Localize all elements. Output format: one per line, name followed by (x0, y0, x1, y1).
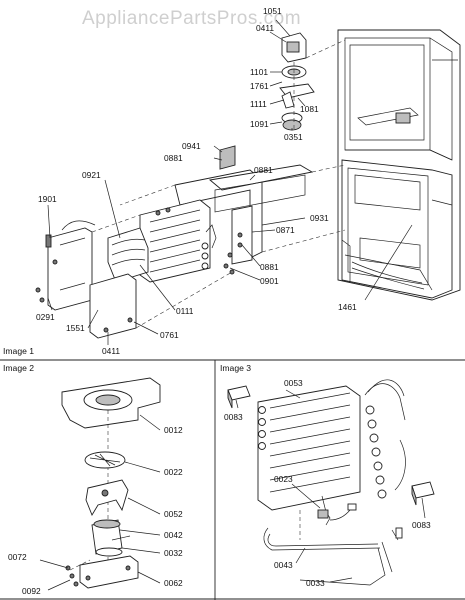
callout-0083-right: 0083 (412, 520, 431, 530)
refrigerator-cabinet (337, 29, 461, 301)
callout-0411-bottom: 0411 (102, 346, 120, 356)
callout-0062: 0062 (164, 578, 183, 588)
callout-1101: 1101 (250, 67, 268, 77)
callout-0083-left: 0083 (224, 412, 243, 422)
image-3-title: Image 3 (220, 363, 251, 373)
lower-frames (0, 359, 465, 600)
image-2-leaders (39, 414, 161, 591)
callout-0921: 0921 (82, 170, 101, 180)
callout-0881-c: 0881 (260, 262, 279, 272)
callout-0111: 0111 (176, 306, 194, 316)
callout-1091: 1091 (250, 119, 269, 129)
bracket-0941 (219, 145, 236, 170)
callout-0072: 0072 (8, 552, 27, 562)
callout-0042: 0042 (164, 530, 183, 540)
callout-0881-a: 0881 (164, 153, 183, 163)
image-1-leaders (47, 19, 413, 345)
evaporator-coil (139, 199, 217, 283)
watermark: AppliancePartsPros.com (82, 8, 301, 29)
callout-0931: 0931 (310, 213, 329, 223)
callout-0291: 0291 (36, 312, 55, 322)
callout-0351: 0351 (284, 132, 303, 142)
callout-0092: 0092 (22, 586, 41, 596)
image-2-title: Image 2 (3, 363, 34, 373)
back-panel (45, 220, 96, 311)
fan-assembly-top (279, 32, 346, 131)
callout-0023: 0023 (274, 474, 293, 484)
image-3-evaporator (227, 379, 435, 586)
image-3-callouts: 0083 0053 0023 0083 0043 0033 (224, 378, 431, 588)
callout-0901: 0901 (260, 276, 279, 286)
callout-1051: 1051 (263, 6, 282, 16)
image-1-callouts: 1051 0411 1101 1761 1081 1111 1091 0351 … (3, 6, 357, 356)
image-1-assembly (35, 29, 461, 339)
callout-0411-top: 0411 (256, 23, 274, 33)
callout-1081: 1081 (300, 104, 319, 114)
callout-1551: 1551 (66, 323, 85, 333)
image-3-leaders (235, 389, 426, 583)
callout-0012: 0012 (164, 425, 183, 435)
callout-0052: 0052 (164, 509, 183, 519)
callout-1761: 1761 (250, 81, 269, 91)
callout-1901: 1901 (38, 194, 57, 204)
image-2-fan-motor (61, 377, 161, 589)
callout-0053: 0053 (284, 378, 303, 388)
image-2-callouts: 0012 0022 0052 0042 0032 0072 0062 0092 (8, 425, 183, 596)
callout-0032: 0032 (164, 548, 183, 558)
callout-0941: 0941 (182, 141, 201, 151)
defrost-heater (107, 227, 149, 283)
cover-panel-0761 (89, 273, 137, 339)
callout-0871: 0871 (276, 225, 295, 235)
callout-1461: 1461 (338, 302, 357, 312)
callout-0033: 0033 (306, 578, 325, 588)
callout-0022: 0022 (164, 467, 183, 477)
callout-1111: 1111 (250, 99, 267, 109)
image-1-title: Image 1 (3, 346, 34, 356)
callout-0761: 0761 (160, 330, 179, 340)
callout-0043: 0043 (274, 560, 293, 570)
callout-0881-b: 0881 (254, 165, 273, 175)
